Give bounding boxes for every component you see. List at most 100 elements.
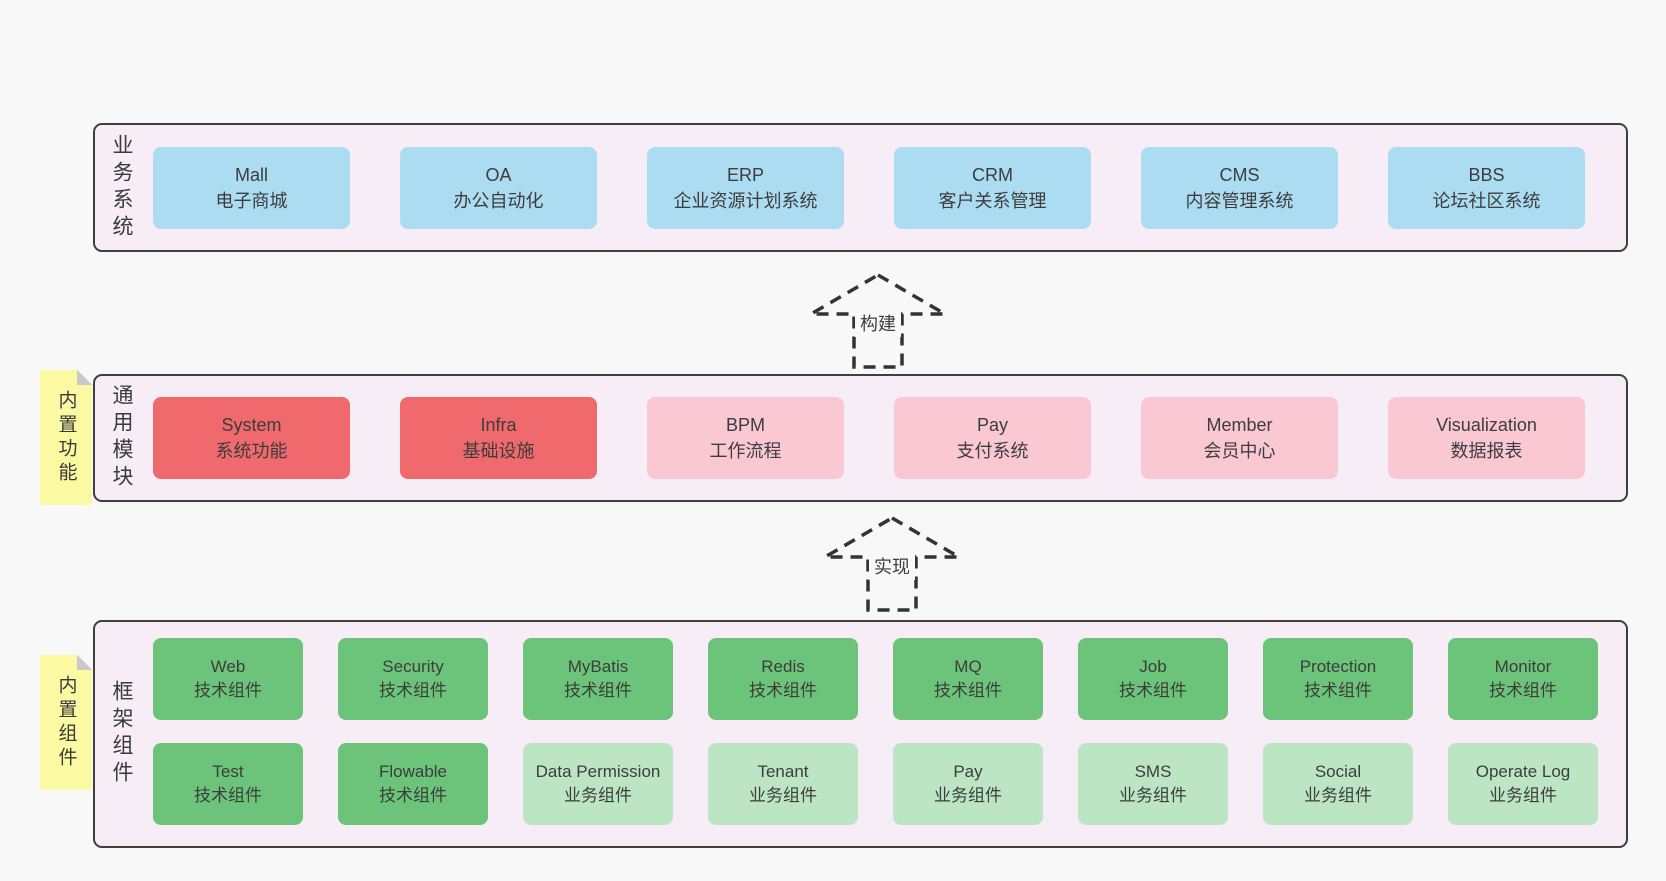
box-title: CMS bbox=[1219, 164, 1260, 185]
box-subtitle: 业务组件 bbox=[1489, 786, 1557, 805]
box-subtitle: 会员中心 bbox=[1203, 441, 1276, 461]
box-subtitle: 论坛社区系统 bbox=[1432, 190, 1541, 211]
box-title: Tenant bbox=[757, 762, 809, 781]
box-subtitle: 工作流程 bbox=[709, 441, 782, 461]
box-subtitle: 系统功能 bbox=[215, 441, 288, 461]
box-bbs: BBS 论坛社区系统 bbox=[1388, 146, 1585, 229]
box-title: Web bbox=[210, 657, 246, 676]
box-title: CRM bbox=[972, 164, 1013, 185]
box-web: Web 技术组件 bbox=[153, 638, 303, 720]
box-subtitle: 企业资源计划系统 bbox=[673, 190, 818, 211]
box-subtitle: 电子商城 bbox=[215, 190, 288, 211]
box-subtitle: 技术组件 bbox=[194, 786, 262, 805]
folded-corner-icon bbox=[77, 370, 92, 385]
box-subtitle: 基础设施 bbox=[462, 441, 535, 461]
block-arrow-outline bbox=[808, 272, 948, 369]
box-title: Redis bbox=[761, 657, 805, 676]
box-title: System bbox=[221, 415, 282, 435]
layer-label-framework-components: 框架组件 bbox=[110, 680, 133, 788]
box-subtitle: 业务组件 bbox=[934, 786, 1002, 805]
box-subtitle: 技术组件 bbox=[1119, 681, 1187, 700]
block-arrow-outline bbox=[822, 515, 962, 612]
arrow-label-background bbox=[869, 552, 915, 580]
box-title: Member bbox=[1206, 415, 1273, 435]
sticky-note-label: 内置组件 bbox=[55, 674, 77, 771]
box-operate-log: Operate Log 业务组件 bbox=[1448, 743, 1598, 825]
box-social: Social 业务组件 bbox=[1263, 743, 1413, 825]
up-arrow-build: 构建 bbox=[808, 272, 948, 369]
box-title: MQ bbox=[954, 657, 982, 676]
layer-label-common-modules: 通用模块 bbox=[110, 384, 133, 492]
box-oa: OA 办公自动化 bbox=[400, 146, 597, 229]
box-erp: ERP 企业资源计划系统 bbox=[647, 146, 844, 229]
box-security: Security 技术组件 bbox=[338, 638, 488, 720]
box-title: Operate Log bbox=[1475, 762, 1571, 781]
box-subtitle: 技术组件 bbox=[194, 681, 262, 700]
box-title: Pay bbox=[953, 762, 983, 781]
layer-common-modules: 通用模块 System 系统功能 Infra 基础设施 BPM 工作流程 Pay… bbox=[93, 374, 1628, 502]
framework-components-grid: Web 技术组件 Security 技术组件 MyBatis 技术组件 Redi… bbox=[153, 638, 1598, 825]
box-subtitle: 支付系统 bbox=[956, 441, 1029, 461]
box-subtitle: 数据报表 bbox=[1450, 441, 1523, 461]
box-title: Visualization bbox=[1436, 415, 1537, 435]
box-title: ERP bbox=[726, 164, 764, 185]
folded-corner-icon bbox=[77, 655, 92, 670]
box-mybatis: MyBatis 技术组件 bbox=[523, 638, 673, 720]
box-tenant: Tenant 业务组件 bbox=[708, 743, 858, 825]
box-member: Member 会员中心 bbox=[1141, 397, 1338, 479]
box-monitor: Monitor 技术组件 bbox=[1448, 638, 1598, 720]
box-subtitle: 技术组件 bbox=[749, 681, 817, 700]
box-title: Test bbox=[212, 762, 244, 781]
layer-label-business: 业务系统 bbox=[110, 133, 133, 242]
box-title: Mall bbox=[234, 164, 268, 185]
box-title: Job bbox=[1139, 657, 1167, 676]
box-subtitle: 业务组件 bbox=[1119, 786, 1187, 805]
box-title: Pay bbox=[976, 415, 1009, 435]
box-data-permission: Data Permission 业务组件 bbox=[523, 743, 673, 825]
box-title: OA bbox=[485, 164, 512, 185]
layer-business-systems: 业务系统 Mall 电子商城 OA 办公自动化 ERP 企业资源计划系统 CRM… bbox=[93, 123, 1628, 252]
box-visualization: Visualization 数据报表 bbox=[1388, 397, 1585, 479]
box-system: System 系统功能 bbox=[153, 397, 350, 479]
box-title: Data Permission bbox=[535, 762, 661, 781]
box-title: SMS bbox=[1134, 762, 1172, 781]
box-subtitle: 技术组件 bbox=[934, 681, 1002, 700]
box-cms: CMS 内容管理系统 bbox=[1141, 146, 1338, 229]
box-subtitle: 技术组件 bbox=[379, 681, 447, 700]
box-test: Test 技术组件 bbox=[153, 743, 303, 825]
box-pay: Pay 支付系统 bbox=[894, 397, 1091, 479]
box-title: Flowable bbox=[378, 762, 448, 781]
box-title: Protection bbox=[1299, 657, 1377, 676]
box-title: Social bbox=[1314, 762, 1362, 781]
box-crm: CRM 客户关系管理 bbox=[894, 146, 1091, 229]
box-redis: Redis 技术组件 bbox=[708, 638, 858, 720]
box-subtitle: 客户关系管理 bbox=[938, 190, 1047, 211]
box-subtitle: 技术组件 bbox=[1489, 681, 1557, 700]
box-subtitle: 业务组件 bbox=[749, 786, 817, 805]
arrow-label-implement: 实现 bbox=[874, 557, 910, 577]
box-title: Monitor bbox=[1494, 657, 1552, 676]
box-subtitle: 内容管理系统 bbox=[1185, 190, 1294, 211]
sticky-note-label: 内置功能 bbox=[55, 389, 77, 486]
arrow-label-build: 构建 bbox=[860, 314, 896, 334]
box-infra: Infra 基础设施 bbox=[400, 397, 597, 479]
box-flowable: Flowable 技术组件 bbox=[338, 743, 488, 825]
common-modules-box-row: System 系统功能 Infra 基础设施 BPM 工作流程 Pay 支付系统… bbox=[153, 397, 1585, 479]
layer-framework-components: 框架组件 Web 技术组件 Security 技术组件 MyBatis 技术组件… bbox=[93, 620, 1628, 848]
box-subtitle: 业务组件 bbox=[564, 786, 632, 805]
business-box-row: Mall 电子商城 OA 办公自动化 ERP 企业资源计划系统 CRM 客户关系… bbox=[153, 146, 1585, 229]
box-subtitle: 技术组件 bbox=[379, 786, 447, 805]
box-sms: SMS 业务组件 bbox=[1078, 743, 1228, 825]
box-title: BPM bbox=[725, 415, 765, 435]
box-protection: Protection 技术组件 bbox=[1263, 638, 1413, 720]
box-mall: Mall 电子商城 bbox=[153, 146, 350, 229]
box-job: Job 技术组件 bbox=[1078, 638, 1228, 720]
box-subtitle: 技术组件 bbox=[1304, 681, 1372, 700]
box-title: Infra bbox=[480, 415, 517, 435]
box-title: MyBatis bbox=[567, 657, 629, 676]
sticky-note-builtin-components: 内置组件 bbox=[40, 655, 92, 790]
up-arrow-implement: 实现 bbox=[822, 515, 962, 612]
box-title: Security bbox=[382, 657, 444, 676]
box-pay-biz: Pay 业务组件 bbox=[893, 743, 1043, 825]
sticky-note-builtin-features: 内置功能 bbox=[40, 370, 92, 505]
